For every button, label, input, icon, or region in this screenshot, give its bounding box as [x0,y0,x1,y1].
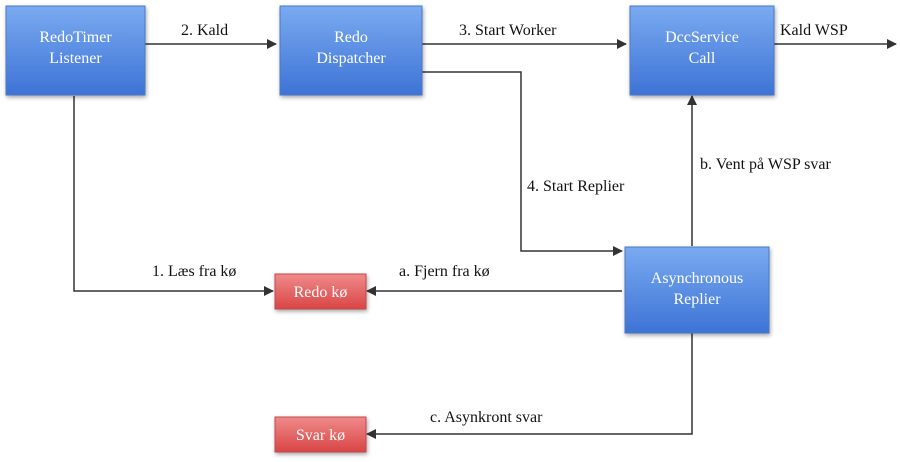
node-label-line2: Dispatcher [316,50,386,67]
queue-label: Redo kø [294,284,348,301]
label-start-replier: 4. Start Replier [527,178,625,195]
node-label-line1: RedoTimer [39,29,112,46]
queue-label: Svar kø [296,427,345,444]
label-vent-wsp: b. Vent på WSP svar [700,156,831,173]
node-redotimer-listener[interactable]: RedoTimer Listener [5,5,146,96]
node-label-line2: Call [689,50,716,67]
label-start-worker: 3. Start Worker [459,22,557,39]
edges [73,39,897,439]
edge-laes-fra-koe [73,96,274,296]
edge-labels: 2. Kald 3. Start Worker Kald WSP 4. Star… [152,22,848,426]
node-redo-queue[interactable]: Redo kø [274,273,367,310]
label-kald-wsp: Kald WSP [780,22,848,39]
node-label-line1: Redo [334,29,368,46]
label-laes-fra-koe: 1. Læs fra kø [152,263,236,280]
node-label-line1: Asynchronous [651,270,743,287]
edge-asynkront-svar [366,333,693,439]
label-kald: 2. Kald [181,22,228,39]
node-label-line2: Listener [49,50,102,67]
label-asynkront-svar: c. Asynkront svar [430,409,543,426]
node-redo-dispatcher[interactable]: Redo Dispatcher [279,5,423,96]
node-label-line2: Replier [673,291,721,308]
label-fjern-fra-koe: a. Fjern fra kø [399,263,490,280]
node-svar-queue[interactable]: Svar kø [274,416,367,453]
node-asynchronous-replier[interactable]: Asynchronous Replier [624,246,770,334]
node-label-line1: DccService [665,29,739,46]
node-dccservice-call[interactable]: DccService Call [629,5,775,96]
edge-start-replier [422,71,623,256]
